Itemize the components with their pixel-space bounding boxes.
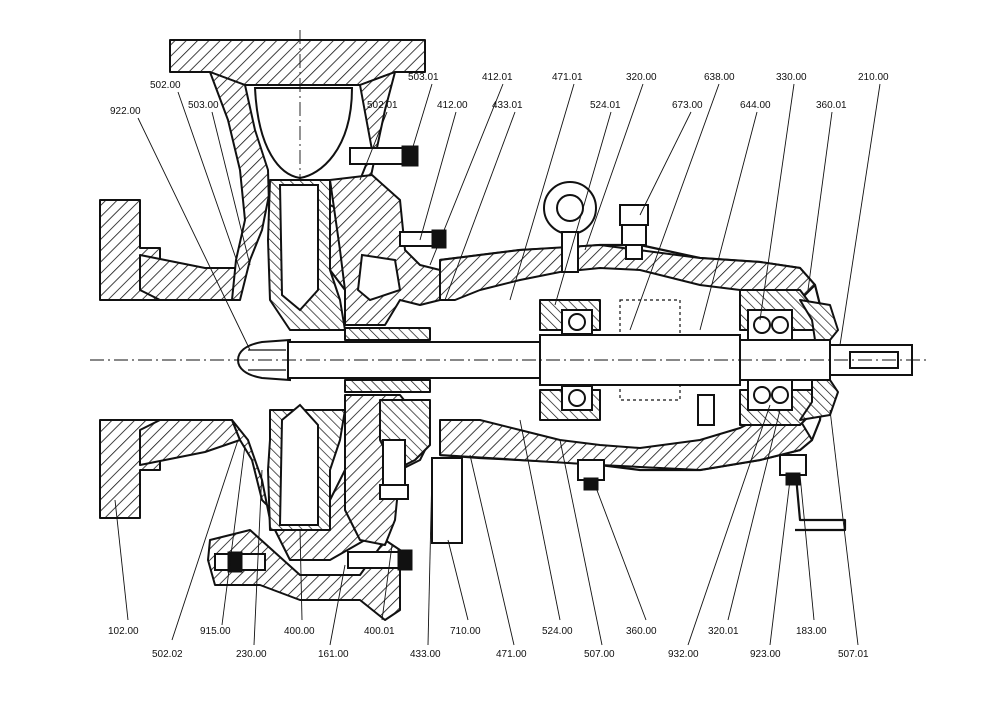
suction-nozzle-lower — [139, 419, 241, 466]
part-label: 230.00 — [236, 649, 267, 660]
part-label: 161.00 — [318, 649, 349, 660]
labels-top: 502.00 503.00 922.00 503.01 502.01 412.0… — [110, 72, 889, 117]
part-label: 502.00 — [150, 80, 181, 91]
part-label: 644.00 — [740, 100, 771, 111]
part-label: 502.01 — [367, 100, 398, 111]
rolling-bearings — [561, 309, 793, 411]
suction-nozzle-upper — [139, 254, 239, 301]
part-label: 932.00 — [668, 649, 699, 660]
quench-pipe — [382, 439, 406, 491]
part-label: 433.00 — [410, 649, 441, 660]
part-label: 471.00 — [496, 649, 527, 660]
part-label: 638.00 — [704, 72, 735, 83]
part-label: 507.01 — [838, 649, 869, 660]
bearing-end-cover-lower — [799, 379, 839, 421]
part-label: 922.00 — [110, 106, 141, 117]
part-label: 360.00 — [626, 626, 657, 637]
part-label: 502.02 — [152, 649, 183, 660]
labels-bottom: 102.00 502.02 915.00 230.00 161.00 400.0… — [108, 626, 869, 660]
leader-lines — [114, 83, 881, 646]
discharge-bore — [253, 87, 354, 180]
part-label: 923.00 — [750, 649, 781, 660]
part-label: 471.01 — [552, 72, 583, 83]
part-label: 673.00 — [672, 100, 703, 111]
part-label: 524.01 — [590, 100, 621, 111]
part-label: 412.01 — [482, 72, 513, 83]
part-label: 412.00 — [437, 100, 468, 111]
part-label: 360.01 — [816, 100, 847, 111]
part-label: 507.00 — [584, 649, 615, 660]
part-label: 210.00 — [858, 72, 889, 83]
part-label: 330.00 — [776, 72, 807, 83]
impeller-vane-lower — [278, 403, 319, 526]
casing-cover — [214, 145, 447, 573]
part-label: 320.01 — [708, 626, 739, 637]
oil-level-gauge — [697, 394, 715, 426]
volute-foot — [207, 529, 401, 621]
part-label: 503.00 — [188, 100, 219, 111]
part-label: 524.00 — [542, 626, 573, 637]
part-label: 915.00 — [200, 626, 231, 637]
shaft-sleeve-upper — [344, 327, 431, 341]
casing-cover-upper — [329, 174, 441, 326]
impeller — [236, 179, 346, 531]
bolt-studs — [214, 145, 447, 573]
part-label: 320.00 — [626, 72, 657, 83]
bearing-end-cover — [799, 299, 839, 341]
part-label: 102.00 — [108, 626, 139, 637]
impeller-vane-upper — [278, 184, 319, 312]
part-label: 710.00 — [450, 626, 481, 637]
breather-plug — [619, 204, 649, 260]
part-label: 400.01 — [364, 626, 395, 637]
support-foot — [431, 457, 463, 544]
part-label: 400.00 — [284, 626, 315, 637]
part-label: 183.00 — [796, 626, 827, 637]
keyway — [849, 351, 899, 369]
cover-cavity-upper — [356, 253, 402, 302]
part-label: 433.01 — [492, 100, 523, 111]
shaft-sleeve-lower — [344, 379, 431, 393]
rear-foot — [793, 464, 847, 532]
part-label: 503.01 — [408, 72, 439, 83]
